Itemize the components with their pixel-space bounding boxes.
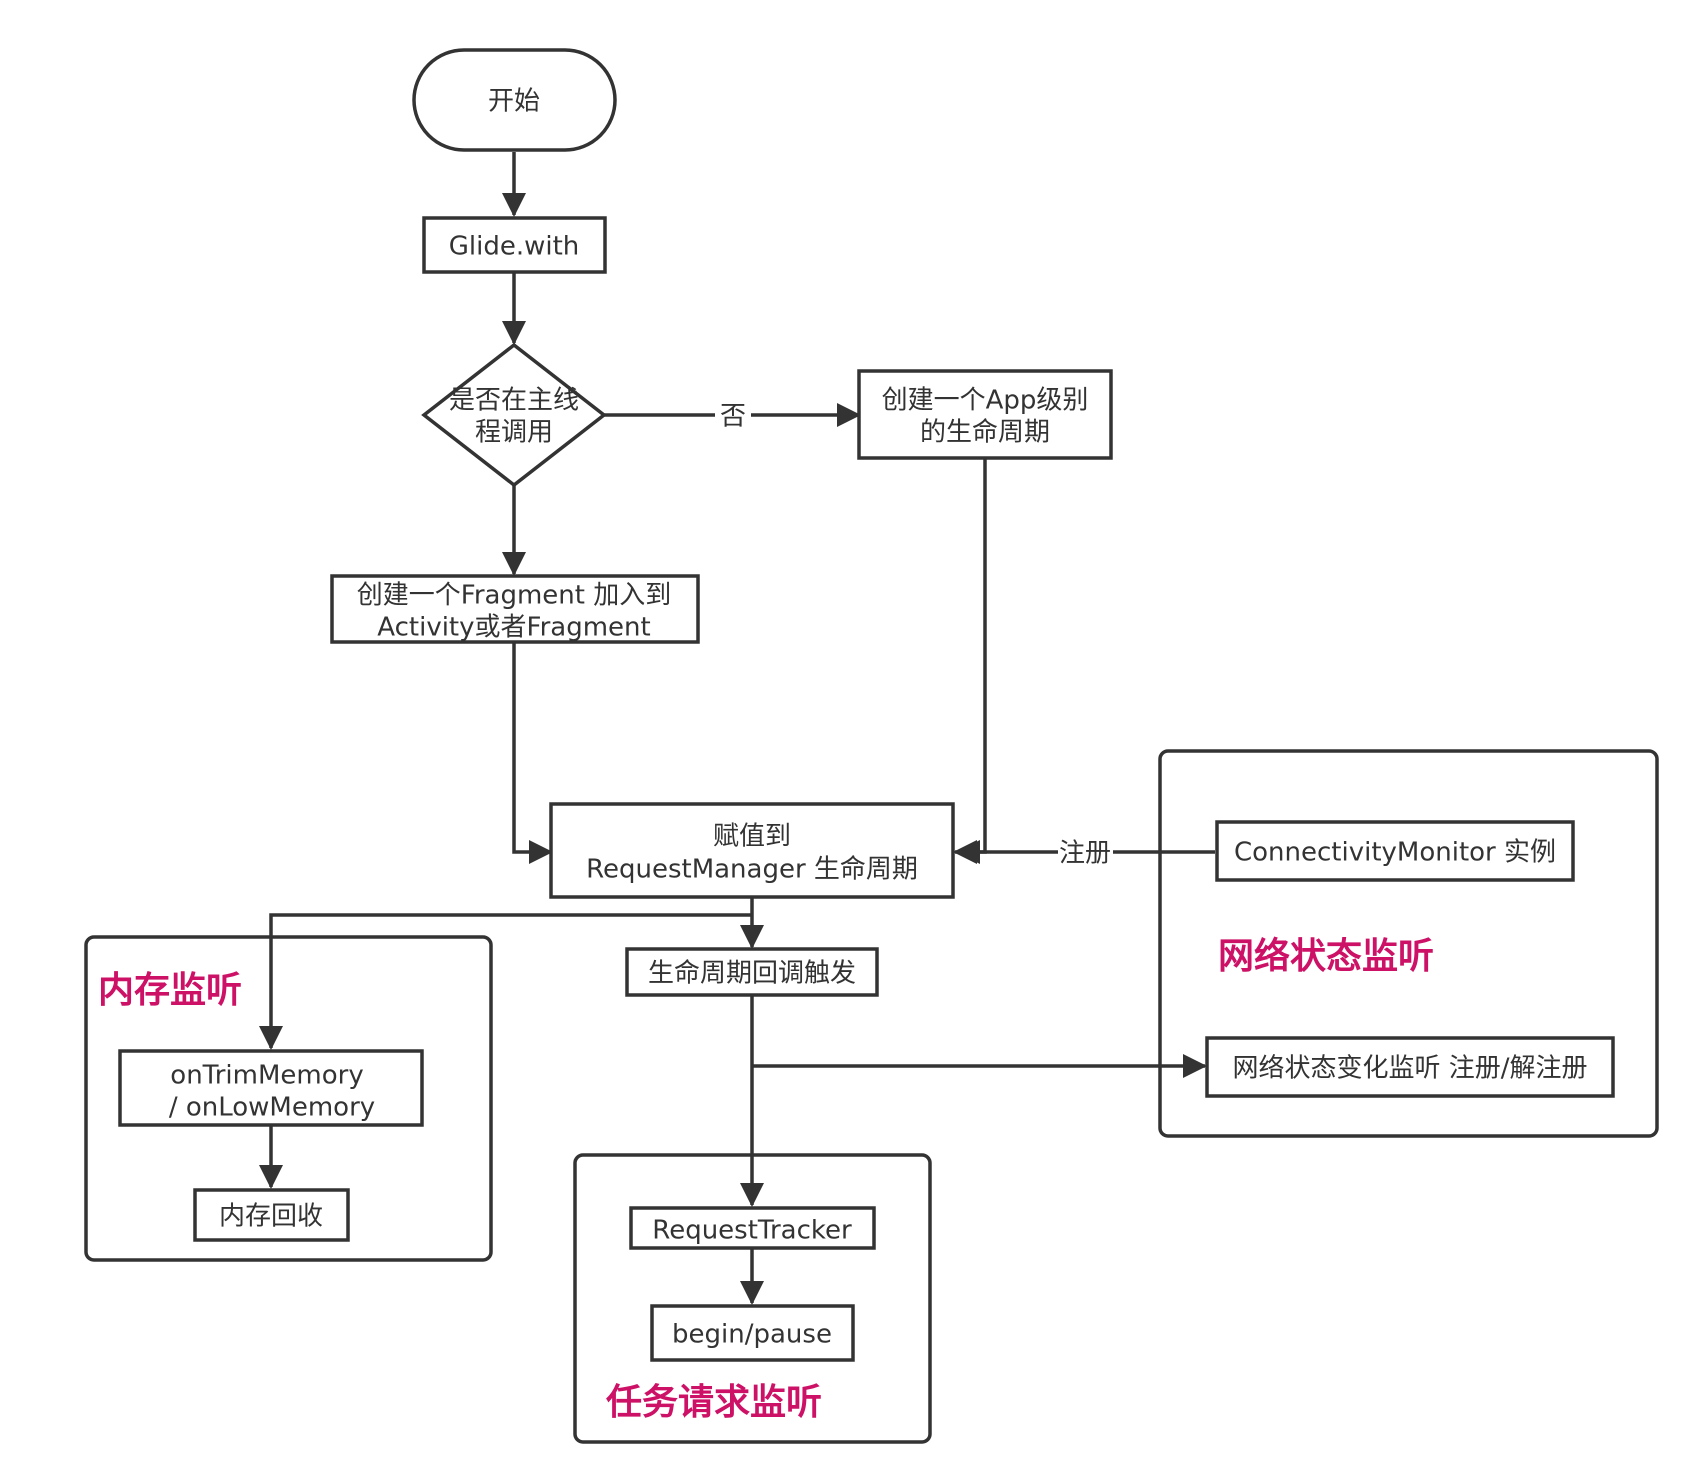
- assign-lifecycle-line2: RequestManager 生命周期: [586, 855, 918, 885]
- lifecycle-trigger-label: 生命周期回调触发: [648, 959, 856, 989]
- edge-label-register-bg: [1058, 834, 1113, 870]
- begin-pause-label: begin/pause: [672, 1320, 832, 1350]
- decision-label-line1: 是否在主线: [449, 386, 579, 416]
- app-lifecycle-line1: 创建一个App级别: [882, 386, 1089, 416]
- main-thread-decision: [421, 342, 607, 488]
- create-fragment-line2: Activity或者Fragment: [377, 613, 650, 643]
- app-lifecycle-line2: 的生命周期: [920, 418, 1050, 448]
- request-tracker-label: RequestTracker: [652, 1216, 852, 1246]
- request-group-title: 任务请求监听: [606, 1382, 822, 1423]
- edge-label-no-bg: [715, 397, 751, 433]
- app-lifecycle-node: [857, 369, 1113, 460]
- memory-group-title: 内存监听: [98, 970, 242, 1011]
- connectivity-monitor-node: [1215, 820, 1575, 882]
- memory-recycle-label: 内存回收: [219, 1202, 323, 1232]
- lifecycle-trigger-node: [625, 947, 879, 997]
- edge-label-no: 否: [720, 402, 746, 432]
- begin-pause-node: [650, 1304, 855, 1362]
- on-trim-memory-node: [118, 1049, 424, 1127]
- network-register-node: [1205, 1036, 1615, 1098]
- assign-lifecycle-line1: 赋值到: [713, 822, 791, 852]
- network-group-title: 网络状态监听: [1218, 935, 1434, 977]
- start-label: 开始: [488, 87, 540, 117]
- on-trim-memory-line1: onTrimMemory: [170, 1061, 363, 1091]
- on-trim-memory-line2: / onLowMemory: [169, 1093, 375, 1123]
- glide-with-node: [422, 216, 607, 274]
- network-group-frame: [1158, 749, 1659, 1138]
- edge-fragment-to-assign: [512, 643, 553, 864]
- glide-with-label: Glide.with: [449, 232, 580, 262]
- edge-label-register: 注册: [1059, 839, 1111, 869]
- edge-assign-to-trim: [259, 913, 752, 1050]
- edge-app-to-assign: [953, 459, 987, 864]
- create-fragment-node: [330, 574, 700, 644]
- request-tracker-node: [629, 1206, 876, 1250]
- memory-recycle-node: [193, 1188, 350, 1242]
- assign-lifecycle-node: [549, 802, 955, 899]
- start-node: [412, 48, 617, 152]
- decision-label-line2: 程调用: [475, 418, 553, 448]
- network-register-label: 网络状态变化监听 注册/解注册: [1232, 1054, 1587, 1084]
- create-fragment-line1: 创建一个Fragment 加入到: [357, 581, 671, 611]
- connectivity-monitor-label: ConnectivityMonitor 实例: [1234, 838, 1556, 868]
- memory-group-frame: [84, 935, 493, 1262]
